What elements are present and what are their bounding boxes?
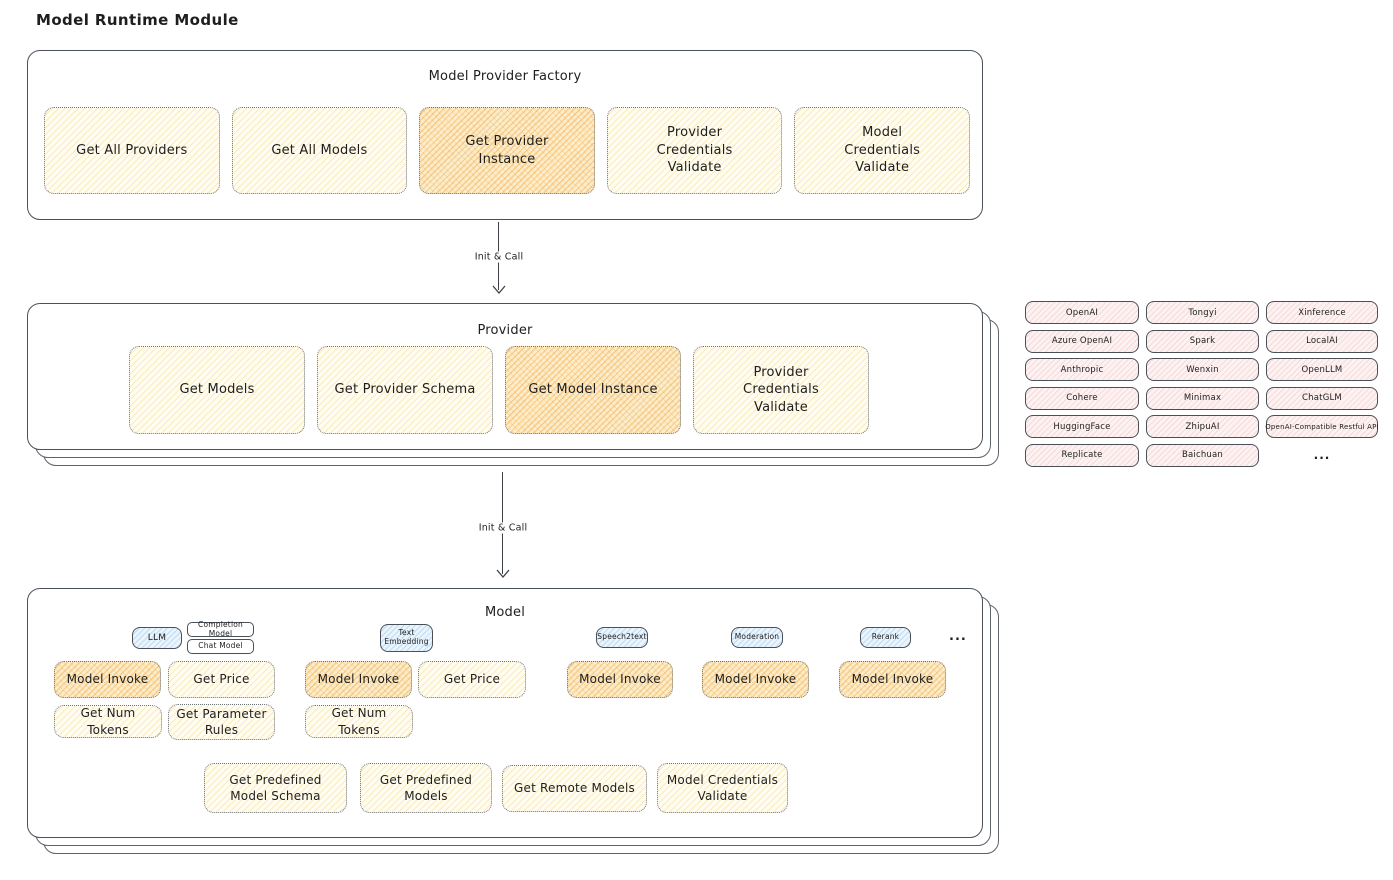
factory-title: Model Provider Factory bbox=[428, 69, 582, 84]
provider-box: Provider Get Models Get Provider Schema … bbox=[27, 303, 983, 450]
provider-item-get-provider-schema: Get Provider Schema bbox=[317, 346, 493, 434]
factory-item-get-all-providers: Get All Providers bbox=[44, 107, 220, 194]
model-credentials-validate-box: Model Credentials Validate bbox=[657, 763, 788, 813]
get-predefined-model-schema-box: Get Predefined Model Schema bbox=[204, 763, 347, 813]
provider-cell-tongyi: Tongyi bbox=[1146, 301, 1259, 324]
provider-cell-openai-compatible-restful-api: OpenAI-Compatible Restful API bbox=[1265, 415, 1379, 438]
arrow-provider-to-model-head bbox=[496, 569, 510, 578]
text-embedding-model-invoke-box: Model Invoke bbox=[305, 661, 412, 698]
arrow-factory-to-provider-head bbox=[492, 285, 506, 294]
provider-cell-xinference: Xinference bbox=[1266, 301, 1378, 324]
provider-title: Provider bbox=[477, 323, 533, 338]
model-type-chip-chat-model: Chat Model bbox=[187, 639, 254, 654]
provider-cell-huggingface: HuggingFace bbox=[1025, 415, 1139, 438]
provider-item-provider-credentials-validate-label: Provider Credentials Validate bbox=[743, 364, 819, 415]
factory-box: Model Provider Factory Get All Providers… bbox=[27, 50, 983, 220]
factory-item-model-credentials-validate: Model Credentials Validate bbox=[794, 107, 970, 194]
providers-grid: OpenAI Azure OpenAI Anthropic Cohere Hug… bbox=[1025, 301, 1379, 467]
model-type-chip-speech2text: Speech2text bbox=[596, 627, 648, 648]
provider-cell-chatglm: ChatGLM bbox=[1266, 386, 1378, 410]
rerank-model-invoke-box: Model Invoke bbox=[839, 661, 946, 698]
get-remote-models-box: Get Remote Models bbox=[502, 765, 647, 812]
provider-item-get-models: Get Models bbox=[129, 346, 305, 434]
text-embedding-get-num-tokens-box: Get Num Tokens bbox=[305, 705, 413, 738]
speech2text-model-invoke-box: Model Invoke bbox=[567, 661, 673, 698]
provider-cell-more-ellipsis: ... bbox=[1313, 448, 1331, 462]
get-predefined-models-box: Get Predefined Models bbox=[360, 763, 492, 813]
model-box: Model bbox=[27, 588, 983, 838]
arrow-factory-to-provider-label: Init & Call bbox=[469, 251, 529, 263]
provider-cell-spark: Spark bbox=[1146, 329, 1259, 353]
provider-cell-wenxin: Wenxin bbox=[1146, 358, 1259, 381]
provider-cell-minimax: Minimax bbox=[1146, 386, 1259, 410]
llm-get-parameter-rules-box: Get Parameter Rules bbox=[168, 704, 275, 740]
provider-item-provider-credentials-validate: Provider Credentials Validate bbox=[693, 346, 869, 434]
model-type-chip-completion-model: Completion Model bbox=[187, 620, 254, 637]
provider-cell-baichuan: Baichuan bbox=[1146, 443, 1259, 467]
provider-cell-azure-openai: Azure OpenAI bbox=[1025, 329, 1139, 353]
model-title: Model bbox=[484, 605, 526, 620]
llm-get-num-tokens-box: Get Num Tokens bbox=[54, 705, 162, 738]
factory-item-get-provider-instance-label: Get Provider Instance bbox=[465, 133, 549, 167]
model-type-chip-moderation: Moderation bbox=[731, 627, 783, 648]
model-type-chip-rerank: Rerank bbox=[860, 627, 911, 648]
model-type-more-ellipsis: ... bbox=[949, 629, 967, 644]
model-type-chip-text-embedding: Text Embedding bbox=[380, 624, 433, 652]
provider-cell-openai: OpenAI bbox=[1025, 301, 1139, 324]
provider-cell-cohere: Cohere bbox=[1025, 386, 1139, 410]
factory-item-get-provider-instance: Get Provider Instance bbox=[419, 107, 595, 194]
factory-item-model-credentials-validate-label: Model Credentials Validate bbox=[844, 125, 921, 176]
provider-cell-replicate: Replicate bbox=[1025, 443, 1139, 467]
moderation-model-invoke-box: Model Invoke bbox=[702, 661, 809, 698]
provider-cell-zhipuai: ZhipuAI bbox=[1146, 415, 1259, 438]
provider-cell-localai: LocalAI bbox=[1266, 329, 1378, 353]
factory-item-provider-credentials-validate: Provider Credentials Validate bbox=[606, 107, 783, 194]
text-embedding-get-price-box: Get Price bbox=[418, 661, 526, 698]
arrow-provider-to-model-label: Init & Call bbox=[473, 522, 533, 534]
provider-cell-anthropic: Anthropic bbox=[1025, 358, 1139, 381]
page-title: Model Runtime Module bbox=[36, 11, 239, 29]
factory-item-provider-credentials-validate-label: Provider Credentials Validate bbox=[656, 125, 733, 176]
provider-cell-openllm: OpenLLM bbox=[1266, 358, 1378, 381]
llm-model-invoke-box: Model Invoke bbox=[54, 661, 161, 698]
provider-item-get-model-instance: Get Model Instance bbox=[505, 346, 681, 434]
llm-get-price-box: Get Price bbox=[168, 661, 275, 698]
model-type-chip-llm: LLM bbox=[132, 627, 182, 649]
factory-item-get-all-models: Get All Models bbox=[231, 107, 408, 194]
